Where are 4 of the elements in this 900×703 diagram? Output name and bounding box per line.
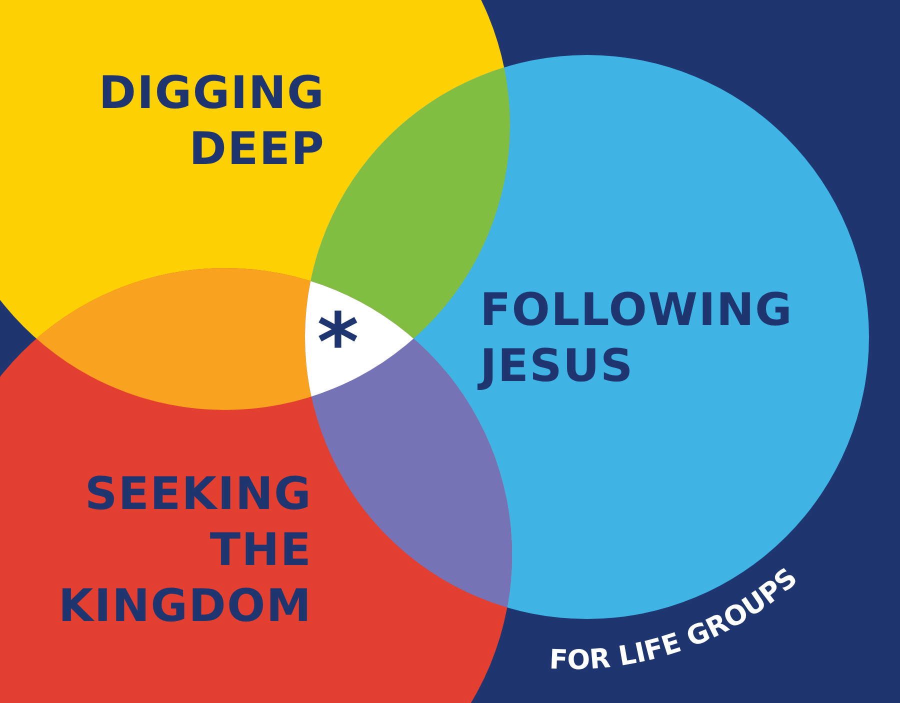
circle-title: FOLLOWING JESUS: [480, 282, 820, 394]
circle-title: SEEKING THE KINGDOM: [10, 466, 312, 634]
asterisk-mark: *: [317, 303, 359, 383]
circle-title: DIGGING DEEP: [30, 65, 325, 177]
